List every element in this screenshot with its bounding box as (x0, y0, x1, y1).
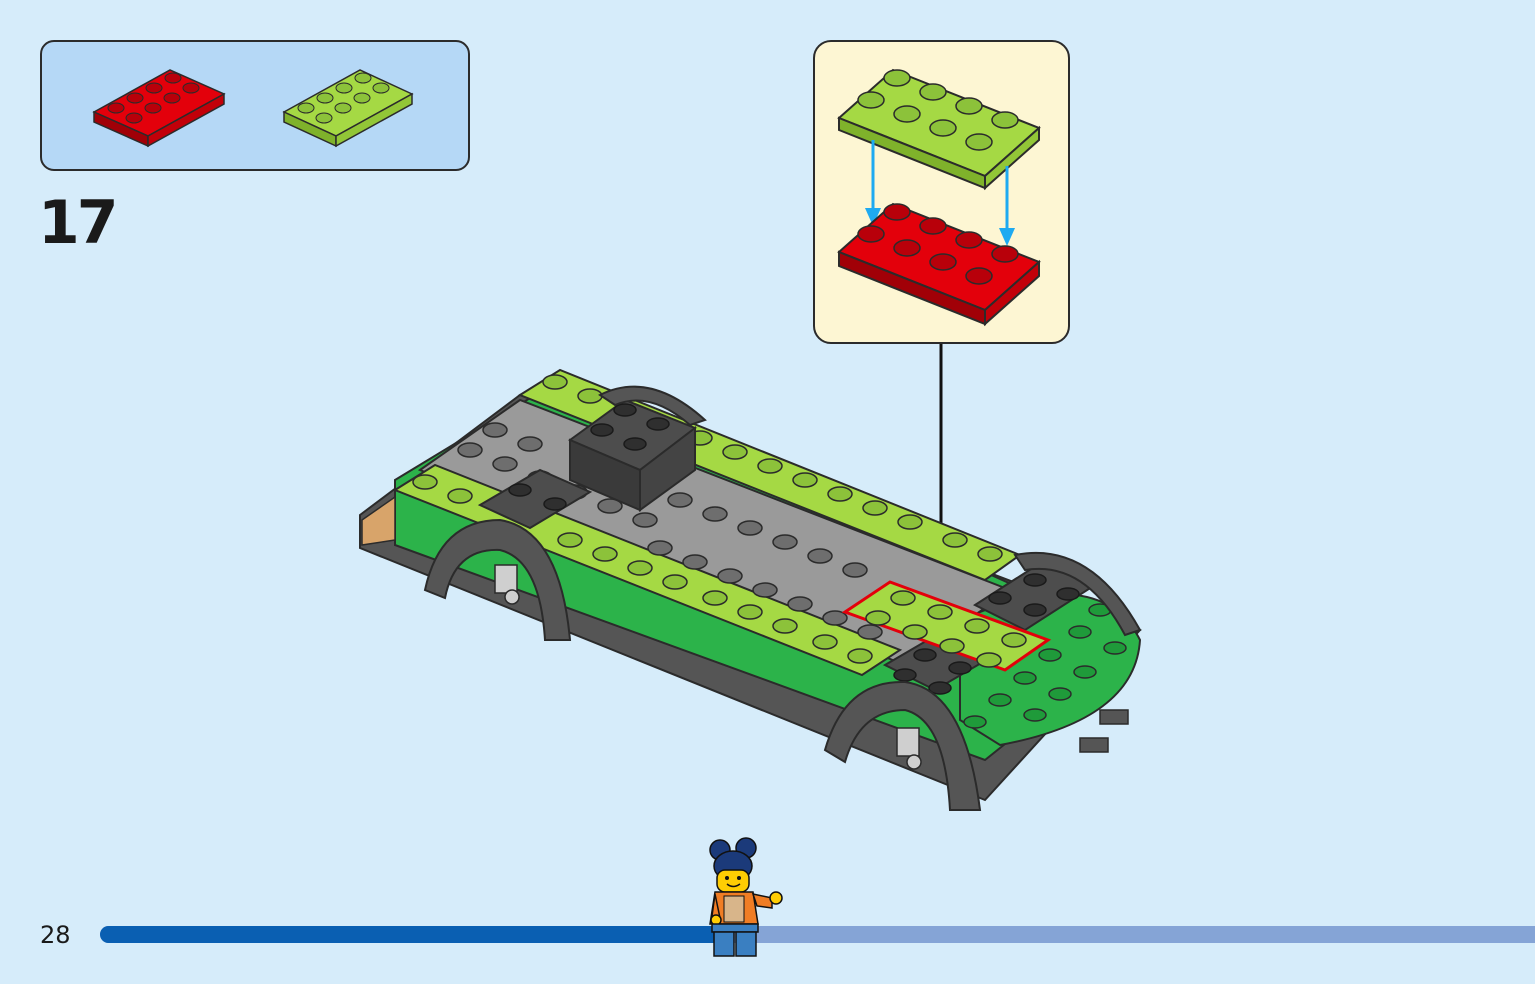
step-number: 17 (38, 188, 118, 258)
red-plate-callout (837, 202, 1041, 327)
highlighted-new-plate (841, 580, 1052, 672)
rear-wheel-arch (423, 518, 572, 641)
lime-plate-callout (837, 68, 1041, 191)
minifigure-icon (709, 837, 783, 957)
progress-fill (100, 926, 718, 943)
parts-list-box (40, 40, 470, 171)
down-arrow-icon (865, 140, 1015, 246)
progress-bar (100, 926, 1535, 943)
front-wheel-arch (823, 680, 982, 811)
red-plate-2x4-part (92, 69, 226, 148)
lime-plate-2x4-part (282, 69, 414, 148)
dark-brick (567, 398, 698, 512)
subassembly-callout (813, 40, 1070, 344)
page-number: 28 (40, 921, 71, 949)
